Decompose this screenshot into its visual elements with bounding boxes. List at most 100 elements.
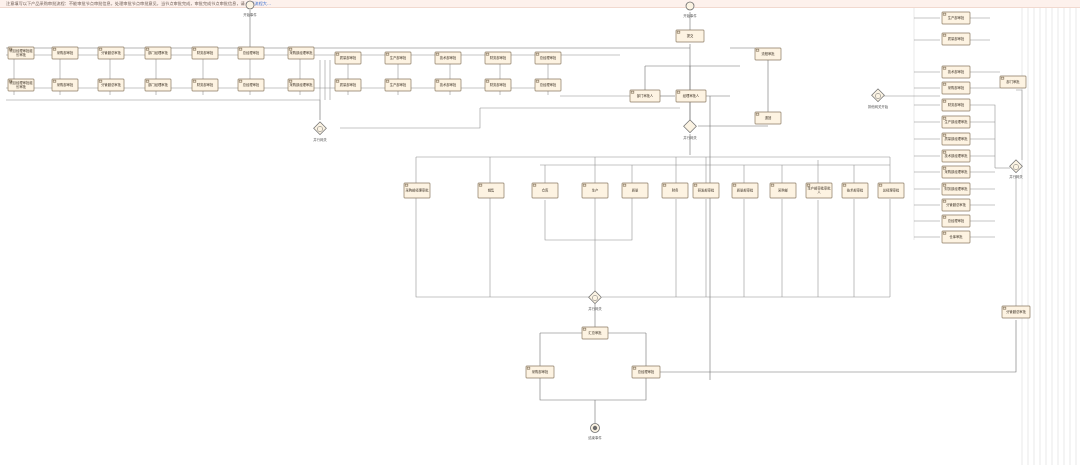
task-user-icon — [622, 183, 627, 187]
second-task-4[interactable]: 部门经理审批 — [144, 78, 172, 92]
right-task-6-label: 生产部经理审批 — [944, 119, 968, 124]
second-task-2[interactable]: 采购部审批 — [51, 78, 79, 92]
right-task-1[interactable]: 生产部审批 — [941, 11, 971, 25]
bottom-left-task[interactable]: 采购部审批 — [525, 365, 555, 379]
second-task-6-label: 总经理审批 — [243, 82, 260, 87]
return-task[interactable]: 退回 — [754, 111, 782, 125]
gateway-right[interactable]: 并行网关 — [1009, 159, 1023, 179]
task-user-icon — [1002, 306, 1007, 310]
task-user-icon — [732, 183, 737, 187]
notice-link[interactable]: 查看流程大... — [246, 1, 271, 6]
top-task-11-label: 财务部审批 — [490, 55, 507, 60]
right-task-6[interactable]: 生产部经理审批 — [941, 115, 971, 129]
top-task-8[interactable]: 质量部审批 — [334, 51, 362, 65]
right-task-8-label: 技术部经理审批 — [944, 153, 968, 158]
end-event[interactable]: 结束事件 — [588, 423, 602, 441]
top-task-6[interactable]: 总经理审批 — [237, 46, 265, 60]
right-task-4[interactable]: 采购部审批 — [941, 81, 971, 95]
top-task-5-label: 财务部审批 — [197, 50, 214, 55]
right-task-8[interactable]: 技术部经理审批 — [941, 149, 971, 163]
mid-task-8[interactable]: 质量部审批 — [731, 182, 759, 199]
start-event-left[interactable]: 开始事件 — [243, 0, 257, 17]
right-task-5[interactable]: 财务部审批 — [941, 98, 971, 112]
task-user-icon — [288, 79, 293, 83]
mid-task-6-label: 财务 — [672, 188, 679, 193]
top-task-9[interactable]: 生产部审批 — [384, 51, 412, 65]
merge-task[interactable]: 汇总审批 — [581, 326, 609, 340]
second-task-9[interactable]: 生产部审批 — [384, 78, 412, 92]
right-task-10[interactable]: 财务部经理审批 — [941, 182, 971, 196]
task-user-icon — [526, 366, 531, 370]
second-task-12-label: 总经理审批 — [540, 82, 557, 87]
right-task-7[interactable]: 质量部经理审批 — [941, 132, 971, 146]
task-user-icon — [942, 183, 947, 187]
second-task-10[interactable]: 技术部审批 — [434, 78, 462, 92]
gateway-center[interactable]: 并行网关 — [683, 119, 697, 140]
mid-task-5-label: 质量 — [632, 188, 639, 193]
gateway-bottom[interactable]: 并行网关 — [588, 290, 602, 311]
mid-task-11[interactable]: 技术部审批 — [841, 182, 869, 199]
top-task-5[interactable]: 财务部审批 — [191, 46, 219, 60]
mid-task-1[interactable]: 采购部经理审批 — [403, 182, 431, 199]
mid-task-4[interactable]: 生产 — [581, 182, 609, 199]
start-event-right[interactable]: 开始事件 — [683, 1, 697, 18]
top-task-11[interactable]: 财务部审批 — [484, 51, 512, 65]
gateway-left[interactable]: 并行网关 — [313, 121, 327, 142]
mid-task-6[interactable]: 财务 — [661, 182, 689, 199]
mid-task-12[interactable]: 总经理审批 — [877, 182, 905, 199]
second-task-1[interactable]: 项目经理审批组长审批 — [7, 78, 35, 92]
right-bottom-task[interactable]: 分管副总审批 — [1001, 305, 1031, 319]
second-task-4-label: 部门经理审批 — [148, 82, 168, 87]
right-task-10-label: 财务部经理审批 — [944, 186, 968, 191]
top-task-1[interactable]: 项目经理审批组长审批 — [7, 46, 35, 60]
task-user-icon — [632, 366, 637, 370]
second-task-3[interactable]: 分管副总审批 — [97, 78, 125, 92]
mid-task-9[interactable]: 采购部 — [769, 182, 797, 199]
second-task-11[interactable]: 财务部审批 — [484, 78, 512, 92]
second-task-7[interactable]: 采购部经理审批 — [287, 78, 315, 92]
task-user-icon — [806, 183, 811, 187]
right-task-13[interactable]: 仓库审批 — [941, 230, 971, 244]
merge-task-label: 汇总审批 — [588, 330, 602, 335]
task-user-icon — [435, 79, 440, 83]
task-user-icon — [485, 79, 490, 83]
right-task-9[interactable]: 采购部经理审批 — [941, 165, 971, 179]
mid-task-3[interactable]: 仓库 — [531, 182, 559, 199]
task-user-icon — [630, 90, 635, 94]
second-task-12[interactable]: 总经理审批 — [534, 78, 562, 92]
right-task-12[interactable]: 总经理审批 — [941, 214, 971, 228]
top-task-7[interactable]: 采购部经理审批 — [287, 46, 315, 60]
second-task-6[interactable]: 总经理审批 — [237, 78, 265, 92]
gateway-far-right[interactable]: 排他网关开始 — [868, 88, 889, 109]
manager-approver-task[interactable]: 经理审批人 — [675, 89, 707, 103]
notice-bar: 注意填写以下产品采购审批流程：不能审批节点审批信息，处理审批节点审批意见，当节点… — [0, 0, 1080, 8]
right-task-3[interactable]: 技术部审批 — [941, 65, 971, 79]
top-task-10[interactable]: 技术部审批 — [434, 51, 462, 65]
top-task-12[interactable]: 总经理审批 — [534, 51, 562, 65]
submit-task[interactable]: 提交 — [675, 29, 705, 43]
top-task-12-label: 总经理审批 — [540, 55, 557, 60]
process-review-task[interactable]: 流程审批 — [754, 47, 782, 61]
dept-approver-task[interactable]: 部门审批人 — [629, 89, 661, 103]
top-task-3[interactable]: 分管副总审批 — [97, 46, 125, 60]
bottom-right-task[interactable]: 总经理审批 — [631, 365, 661, 379]
mid-task-1-label: 采购部经理审批 — [405, 188, 429, 193]
top-task-2[interactable]: 采购部审批 — [51, 46, 79, 60]
right-task-2[interactable]: 质量部审批 — [941, 32, 971, 46]
process-review-task-label: 流程审批 — [761, 51, 775, 56]
task-user-icon — [942, 133, 947, 137]
second-task-5-label: 财务部审批 — [197, 82, 214, 87]
second-task-5[interactable]: 财务部审批 — [191, 78, 219, 92]
second-task-8[interactable]: 质量部审批 — [334, 78, 362, 92]
mid-task-10[interactable]: 生产部审批审批人 — [805, 182, 833, 199]
right-task-11[interactable]: 分管副总审批 — [941, 198, 971, 212]
task-user-icon — [770, 183, 775, 187]
top-task-4[interactable]: 部门经理审批 — [144, 46, 172, 60]
task-user-icon — [8, 47, 13, 51]
right-side-task[interactable]: 部门审批 — [999, 75, 1027, 89]
top-task-7-label: 采购部经理审批 — [289, 50, 313, 55]
mid-task-2[interactable]: 销售 — [477, 182, 505, 199]
mid-task-5[interactable]: 质量 — [621, 182, 649, 199]
mid-task-7[interactable]: 研发部审批 — [692, 182, 720, 199]
